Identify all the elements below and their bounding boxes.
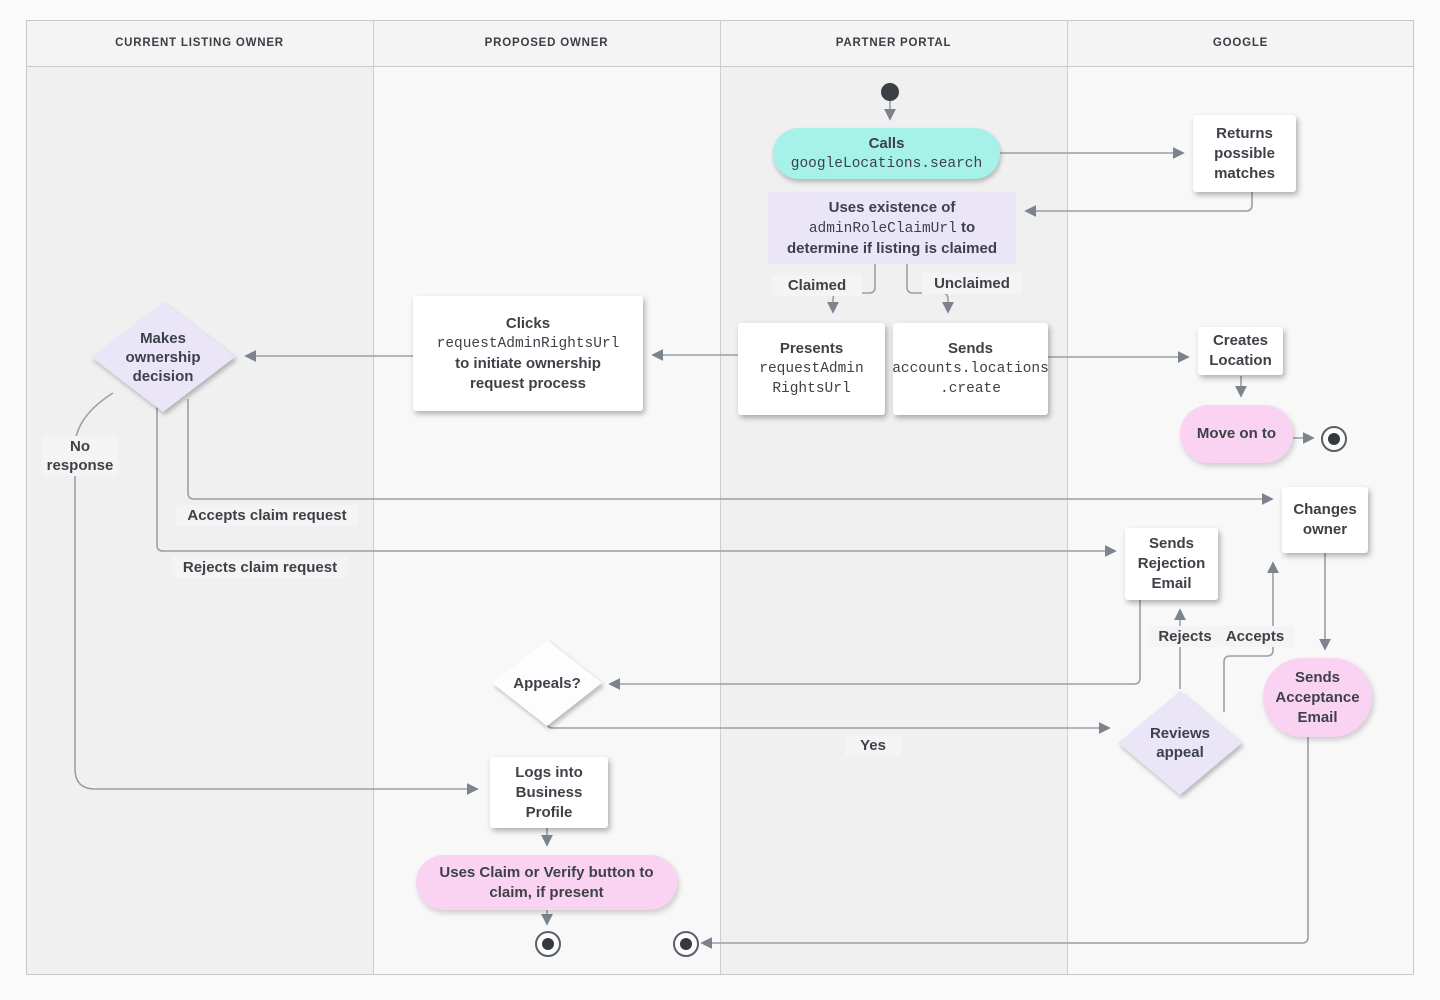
node-code: RightsUrl — [772, 381, 851, 397]
edge-label-yes: Yes — [845, 735, 901, 756]
sends-accounts-locations-create-node: Sends accounts.locations .create — [892, 323, 1049, 415]
edge-accepts-claim — [187, 399, 1274, 505]
end-node-create-flow — [1321, 426, 1347, 452]
node-line2-suffix: to — [956, 218, 976, 236]
node-label: Logs into Business Profile — [515, 763, 583, 821]
lane-divider — [1067, 20, 1068, 975]
node-code: requestAdminRightsUrl — [436, 335, 620, 352]
logs-into-business-profile-node: Logs into Business Profile — [490, 757, 608, 828]
diamond-label: Reviews appeal — [1118, 691, 1242, 795]
uses-existence-node: Uses existence of adminRoleClaimUrl to d… — [768, 192, 1016, 264]
creates-location-node: Creates Location — [1198, 327, 1283, 375]
edge-label-accepts-claim: Accepts claim request — [176, 505, 358, 526]
end-node-acceptance-flow — [673, 931, 699, 957]
node-line3: determine if listing is claimed — [786, 239, 998, 257]
node-code: requestAdmin — [759, 361, 864, 377]
node-label: Sends Rejection Email — [1137, 535, 1206, 592]
lane-partner-portal — [720, 20, 1067, 975]
node-label: Move on to — [1196, 425, 1277, 442]
edge-rejection-to-appeals — [608, 600, 1141, 690]
lane-header-label: GOOGLE — [1212, 37, 1269, 49]
node-label: Reviews appeal — [1149, 725, 1211, 761]
node-label: Appeals? — [513, 674, 581, 692]
lane-header-current-listing-owner: CURRENT LISTING OWNER — [26, 20, 373, 67]
node-title: Calls — [868, 134, 905, 152]
node-label: Returns possible matches — [1214, 124, 1275, 182]
lane-header-label: CURRENT LISTING OWNER — [115, 37, 284, 49]
node-line4: request process — [470, 374, 586, 392]
end-node-dot — [542, 938, 554, 950]
edge-returns-to-uses-existence — [1024, 189, 1253, 217]
calls-google-locations-search-node: Calls googleLocations.search — [773, 128, 1000, 179]
end-node-claim-flow — [535, 931, 561, 957]
node-title: Clicks — [505, 314, 551, 332]
edge-reviews-accepts — [1223, 561, 1279, 712]
edge-label-no-response: No response — [42, 436, 118, 476]
node-label: Makes ownership decision — [125, 329, 201, 385]
node-title: Sends — [947, 340, 993, 357]
end-node-dot — [1328, 433, 1340, 445]
start-node — [881, 83, 899, 101]
node-code: accounts.locations — [892, 361, 1049, 377]
edge-no-response — [74, 392, 479, 795]
node-code: .create — [940, 381, 1001, 397]
lane-divider — [373, 20, 374, 975]
edge-appeals-yes — [546, 721, 1111, 734]
clicks-request-admin-rights-url-node: Clicks requestAdminRightsUrl to initiate… — [413, 296, 643, 411]
node-label: Uses Claim or Verify button to claim, if… — [439, 863, 654, 901]
node-line1: Uses existence of — [828, 198, 956, 216]
edge-label-unclaimed: Unclaimed — [922, 273, 1022, 294]
node-text: Uses existence of adminRoleClaimUrl to d… — [787, 198, 997, 259]
node-line3: to initiate ownership — [455, 354, 601, 372]
move-on-to-node: Move on to — [1180, 405, 1293, 463]
end-node-dot — [680, 938, 692, 950]
node-code: adminRoleClaimUrl — [808, 220, 957, 237]
diamond-label: Makes ownership decision — [91, 302, 235, 412]
returns-possible-matches-node: Returns possible matches — [1193, 115, 1296, 192]
edge-label-claimed: Claimed — [772, 275, 862, 296]
lane-header-label: PROPOSED OWNER — [484, 37, 609, 49]
node-label: Creates Location — [1209, 332, 1272, 369]
appeals-diamond: Appeals? — [492, 640, 602, 726]
lane-header-google: GOOGLE — [1067, 20, 1414, 67]
lane-current-listing-owner — [26, 20, 373, 975]
makes-ownership-decision-diamond: Makes ownership decision — [91, 302, 235, 412]
changes-owner-node: Changes owner — [1282, 487, 1368, 553]
lane-divider — [720, 20, 721, 975]
sends-rejection-email-node: Sends Rejection Email — [1125, 528, 1218, 600]
presents-request-admin-rights-url-node: Presents requestAdmin RightsUrl — [738, 323, 885, 415]
lane-header-label: PARTNER PORTAL — [835, 37, 952, 49]
node-label: Changes owner — [1293, 501, 1357, 538]
edge-label-accepts: Accepts — [1216, 626, 1294, 647]
diamond-label: Appeals? — [492, 640, 602, 726]
edge-rejects-claim — [156, 403, 1117, 557]
sends-acceptance-email-node: Sends Acceptance Email — [1263, 658, 1372, 737]
uses-claim-or-verify-node: Uses Claim or Verify button to claim, if… — [416, 855, 677, 910]
edge-label-rejects-claim: Rejects claim request — [172, 557, 348, 578]
lane-header-partner-portal: PARTNER PORTAL — [720, 20, 1067, 67]
node-label: Sends Acceptance Email — [1275, 668, 1360, 726]
node-title: Presents — [779, 340, 844, 357]
lane-header-proposed-owner: PROPOSED OWNER — [373, 20, 720, 67]
reviews-appeal-diamond: Reviews appeal — [1118, 691, 1242, 795]
edge-label-rejects: Rejects — [1148, 626, 1222, 647]
edge-acceptance-to-end — [700, 737, 1309, 949]
node-code: googleLocations.search — [790, 155, 983, 172]
